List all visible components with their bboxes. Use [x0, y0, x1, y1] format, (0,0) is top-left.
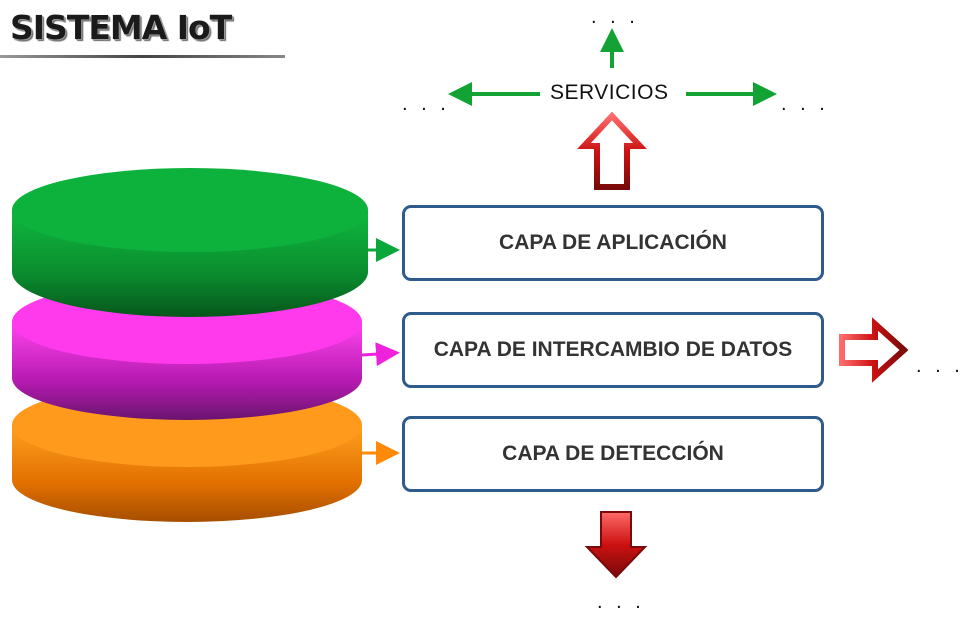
ellipsis-far-right: . . . [916, 355, 964, 377]
block-arrow-up [577, 111, 647, 190]
diagram-title: SISTEMA IoT [10, 8, 232, 47]
title-underline [0, 55, 285, 58]
ellipsis-left: . . . [402, 93, 450, 115]
ellipsis-bottom: . . . [597, 591, 645, 613]
connector-arrow-data-exchange [361, 342, 400, 367]
ellipsis-top: . . . [591, 6, 639, 28]
layer-box-application: CAPA DE APLICACIÓN [402, 205, 824, 281]
disc-application [12, 168, 368, 317]
block-arrow-down [584, 511, 648, 579]
ellipsis-right: . . . [781, 93, 829, 115]
services-label: SERVICIOS [550, 81, 669, 104]
layer-box-detection: CAPA DE DETECCIÓN [402, 416, 824, 492]
block-arrow-right [839, 317, 909, 383]
layer-box-data-exchange: CAPA DE INTERCAMBIO DE DATOS [402, 312, 824, 388]
